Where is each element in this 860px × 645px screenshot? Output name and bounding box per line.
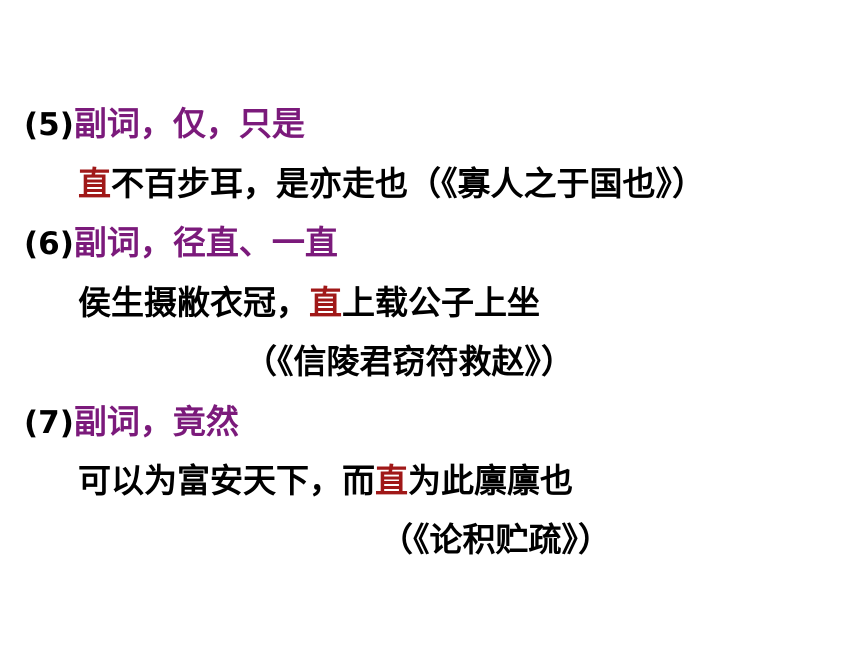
- entry-6-example-after: 上载公子上坐: [342, 283, 540, 322]
- entry-7-keyword: 直: [375, 461, 408, 500]
- entry-6-heading: (6)副词，径直、一直: [24, 223, 338, 263]
- entry-6-keyword: 直: [309, 283, 342, 322]
- entry-7-example-after: 为此廪廪也: [408, 461, 573, 500]
- entry-6-example-before: 侯生摄敝衣冠，: [78, 283, 309, 322]
- entry-5-keyword: 直: [78, 164, 111, 203]
- entry-6-definition: 副词，径直、一直: [73, 223, 338, 262]
- entry-5-definition: 副词，仅，只是: [73, 104, 305, 143]
- entry-7-heading: (7)副词，竟然: [24, 402, 239, 442]
- entry-6-example: 侯生摄敝衣冠，直上载公子上坐: [78, 283, 540, 323]
- entry-7-definition: 副词，竟然: [73, 402, 239, 441]
- entry-5-heading: (5)副词，仅，只是: [24, 104, 305, 144]
- entry-5-example-after: 不百步耳，是亦走也（《寡人之于国也》）: [111, 164, 705, 203]
- entry-7-source: （《论积贮疏》）: [380, 520, 611, 559]
- entry-6-number: (6): [24, 226, 74, 262]
- entry-5-example: 直不百步耳，是亦走也（《寡人之于国也》）: [78, 164, 705, 204]
- entry-5-number: (5): [24, 107, 74, 143]
- entry-6-source: （《信陵君窃符救赵》）: [244, 342, 574, 381]
- entry-7-number: (7): [24, 405, 74, 441]
- entry-7-example-before: 可以为富安天下，而: [78, 461, 375, 500]
- entry-7-example: 可以为富安天下，而直为此廪廪也: [78, 461, 573, 501]
